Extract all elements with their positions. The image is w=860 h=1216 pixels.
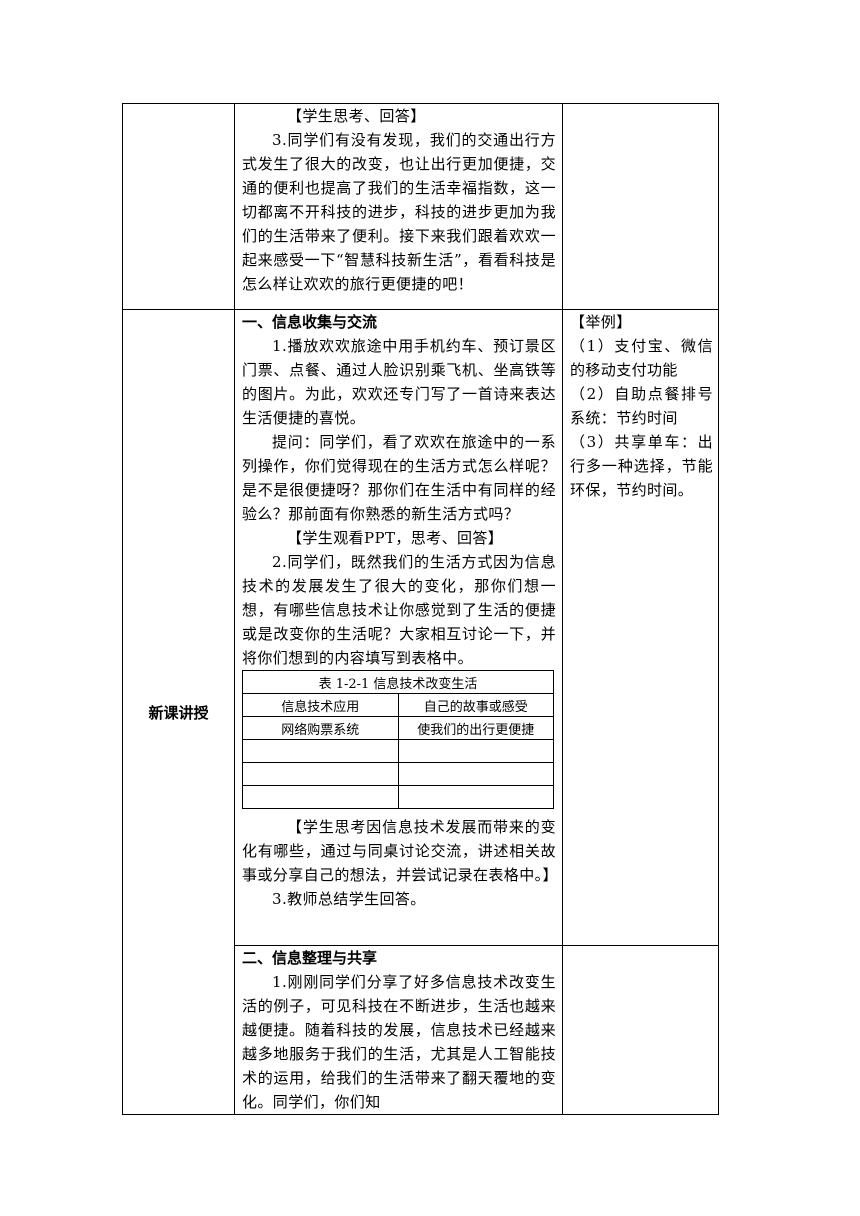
section1-paragraph-3: 【学生观看PPT，思考、回答】 (287, 529, 504, 547)
section1-paragraph-6: 3.教师总结学生回答。 (272, 890, 426, 908)
lesson-plan-table: 【学生思考、回答】 3.同学们有没有发现，我们的交通出行方式发生了很大的改变，也… (122, 103, 719, 1115)
section1-paragraph-5: 【学生思考因信息技术发展而带来的变化有哪些，通过与同桌讨论交流，讲述相关故事或分… (242, 818, 558, 884)
example-item: （3）共享单车：出行多一种选择，节能环保，节约时间。 (570, 433, 713, 499)
info-tech-table-cell (397, 739, 554, 763)
section2-heading: 二、信息整理与共享 (242, 949, 378, 967)
section1-paragraph-1: 1.播放欢欢旅途中用手机约车、预订景区门票、点餐、通过人脸识别乘飞机、坐高铁等的… (242, 337, 556, 427)
example-item: （1）支付宝、微信的移动支付功能 (570, 337, 713, 379)
info-tech-table-header: 信息技术应用 (242, 693, 399, 717)
info-tech-table-cell: 网络购票系统 (242, 716, 399, 740)
info-tech-table-cell (242, 739, 399, 763)
example-item: （2）自助点餐排号系统：节约时间 (570, 385, 713, 427)
table-row: 网络购票系统 使我们的出行更便捷 (242, 716, 554, 740)
section-label: 新课讲授 (122, 309, 235, 1115)
examples-title: 【举例】 (570, 313, 632, 331)
section1-paragraph-4: 2.同学们，既然我们的生活方式因为信息技术的发展发生了很大的变化，那你们想一想，… (242, 553, 556, 667)
info-tech-table-caption: 表 1-2-1 信息技术改变生活 (242, 670, 554, 694)
info-tech-table-cell (397, 785, 554, 809)
content-cell-intro: 【学生思考、回答】 3.同学们有没有发现，我们的交通出行方式发生了很大的改变，也… (234, 103, 563, 310)
info-tech-table-cell (397, 762, 554, 786)
student-response-note: 【学生思考、回答】 (287, 107, 426, 125)
table-row-section1: 新课讲授 一、信息收集与交流 1.播放欢欢旅途中用手机约车、预订景区门票、点餐、… (122, 309, 719, 1115)
note-cell-empty (562, 945, 719, 1115)
info-tech-table-cell (242, 785, 399, 809)
table-row (242, 739, 554, 763)
table-row (242, 785, 554, 809)
content-cell-section2: 二、信息整理与共享 1.刚刚同学们分享了好多信息技术改变生活的例子，可见科技在不… (234, 945, 563, 1115)
info-tech-table-header: 自己的故事或感受 (397, 693, 554, 717)
note-cell-empty (562, 103, 719, 310)
section1-heading: 一、信息收集与交流 (242, 313, 378, 331)
table-row-intro: 【学生思考、回答】 3.同学们有没有发现，我们的交通出行方式发生了很大的改变，也… (122, 103, 719, 310)
table-row (242, 762, 554, 786)
table-row-section2: 二、信息整理与共享 1.刚刚同学们分享了好多信息技术改变生活的例子，可见科技在不… (123, 945, 719, 1115)
intro-paragraph: 3.同学们有没有发现，我们的交通出行方式发生了很大的改变，也让出行更加便捷，交通… (242, 131, 556, 293)
info-tech-table-cell (242, 762, 399, 786)
content-cell-section1: 一、信息收集与交流 1.播放欢欢旅途中用手机约车、预订景区门票、点餐、通过人脸识… (234, 309, 563, 946)
section1-paragraph-2: 提问：同学们，看了欢欢在旅途中的一系列操作，你们觉得现在的生活方式怎么样呢？是不… (242, 433, 556, 523)
info-tech-table-cell: 使我们的出行更便捷 (397, 716, 554, 740)
section2-paragraph-1: 1.刚刚同学们分享了好多信息技术改变生活的例子，可见科技在不断进步，生活也越来越… (242, 973, 556, 1111)
label-cell-empty (122, 103, 235, 310)
note-cell-examples: 【举例】 （1）支付宝、微信的移动支付功能 （2）自助点餐排号系统：节约时间 （… (562, 309, 719, 946)
info-tech-table: 表 1-2-1 信息技术改变生活 信息技术应用 自己的故事或感受 网络购票系统 … (242, 670, 554, 809)
